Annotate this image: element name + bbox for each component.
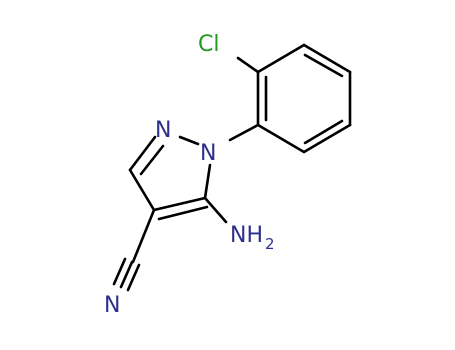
n2-atom-label: N: [155, 118, 171, 143]
bond-c1-n1: [228, 123, 260, 142]
bond-c5-c6: [302, 123, 352, 154]
bond-n1-n2: [178, 135, 200, 146]
bond-c6-c1: [256, 123, 306, 154]
bond-c3-c4: [128, 168, 156, 212]
nitrile-n-atom-label: N: [104, 293, 120, 318]
pyrazole-ring: [128, 135, 212, 221]
bond-cn-triple-1: [119, 260, 134, 289]
chlorine-atom-label: Cl: [198, 32, 219, 57]
bond-c4-cn: [131, 208, 156, 264]
bond-c5-n1: [203, 163, 212, 200]
bond-c2-cl: [236, 56, 260, 74]
bond-c4-c5-double: [157, 205, 209, 221]
nitrile-group: [112, 208, 156, 292]
n1-atom-label: N: [200, 141, 216, 166]
benzene-ring: [256, 43, 352, 154]
bond-double-c5-c6-inner: [303, 119, 344, 145]
bond-c5-nh2: [203, 196, 228, 224]
bond-cn-triple-2: [126, 263, 141, 292]
bond-c4-c5: [152, 196, 207, 212]
bond-double-c3-c4-inner: [303, 53, 344, 78]
bond-c2-c3: [256, 43, 306, 74]
bond-n2-c3: [128, 135, 157, 172]
bond-cn-triple-3: [112, 257, 127, 286]
bond-c3-c4: [302, 43, 352, 74]
amine-subscript-label: 2: [265, 235, 275, 253]
bond-n2-c3-double: [139, 144, 165, 176]
amine-nh-label: NH: [230, 223, 263, 248]
